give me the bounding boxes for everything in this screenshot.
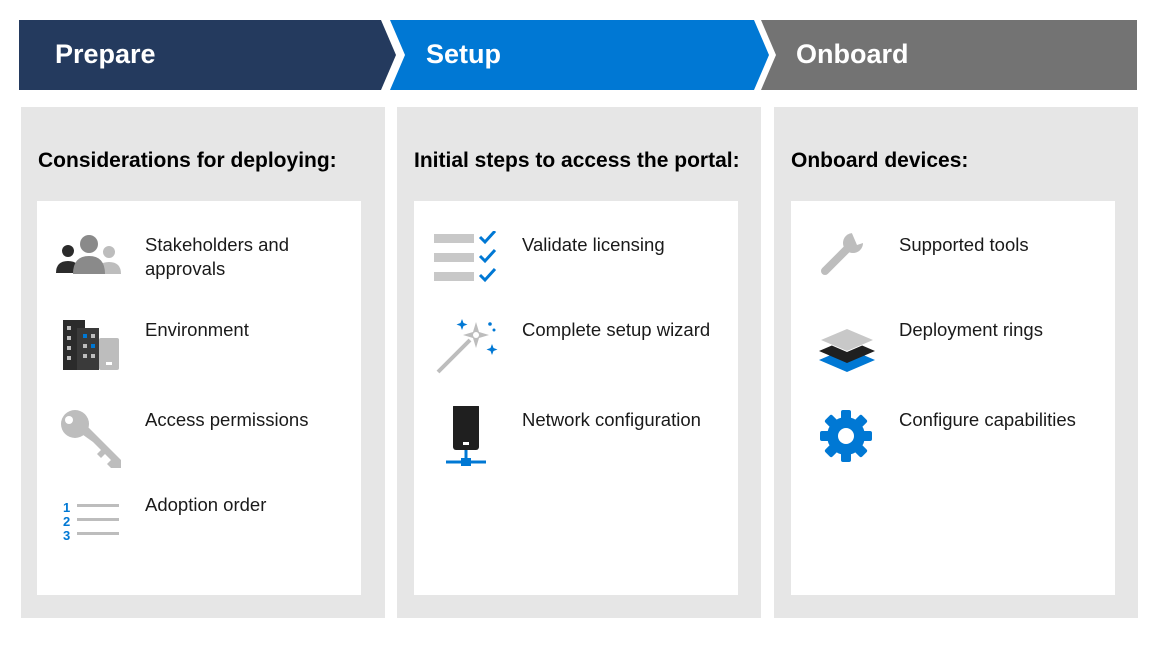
onboard-card: Supported tools Deployment rings — [791, 201, 1115, 595]
chevron-prepare — [19, 20, 396, 90]
item-label: Validate licensing — [522, 234, 665, 255]
setup-heading: Initial steps to access the portal: — [414, 149, 740, 172]
gear-icon — [807, 406, 879, 470]
svg-text:3: 3 — [63, 528, 70, 543]
key-icon — [53, 406, 125, 470]
phase-prepare-label: Prepare — [55, 39, 156, 69]
wrench-icon — [807, 231, 879, 295]
phase-setup-label: Setup — [426, 39, 502, 69]
item-label: Network configuration — [522, 409, 701, 430]
layers-icon — [807, 316, 879, 380]
chevron-setup — [390, 20, 769, 90]
item-label: Environment — [145, 319, 249, 340]
chevron-onboard — [761, 20, 1137, 90]
network-device-icon — [430, 406, 502, 470]
item-label: Complete setup wizard — [522, 319, 711, 340]
item-label: Stakeholders and approvals — [145, 234, 289, 279]
setup-card: Validate licensing Complete setup wizard — [414, 201, 738, 595]
svg-text:1: 1 — [63, 500, 70, 515]
checklist-icon — [430, 231, 502, 295]
prepare-heading: Considerations for deploying: — [38, 149, 337, 172]
buildings-icon — [53, 316, 125, 380]
setup-panel: Initial steps to access the portal: Vali… — [397, 107, 761, 618]
phase-onboard-label: Onboard — [796, 39, 909, 69]
item-label: Deployment rings — [899, 319, 1043, 340]
svg-text:2: 2 — [63, 514, 70, 529]
item-label: Configure capabilities — [899, 409, 1076, 430]
numbered-list-icon: 1 2 3 — [53, 491, 125, 555]
prepare-card: Stakeholders and approvals — [37, 201, 361, 595]
people-group-icon — [53, 231, 125, 295]
item-label: Supported tools — [899, 234, 1029, 255]
onboard-panel: Onboard devices: Supported tools — [774, 107, 1138, 618]
magic-wand-icon — [430, 316, 502, 380]
item-label: Adoption order — [145, 494, 267, 515]
item-label: Access permissions — [145, 409, 309, 430]
onboard-heading: Onboard devices: — [791, 149, 969, 172]
phase-chevrons — [19, 20, 1137, 90]
prepare-panel: Considerations for deploying: Stakeholde… — [21, 107, 385, 618]
